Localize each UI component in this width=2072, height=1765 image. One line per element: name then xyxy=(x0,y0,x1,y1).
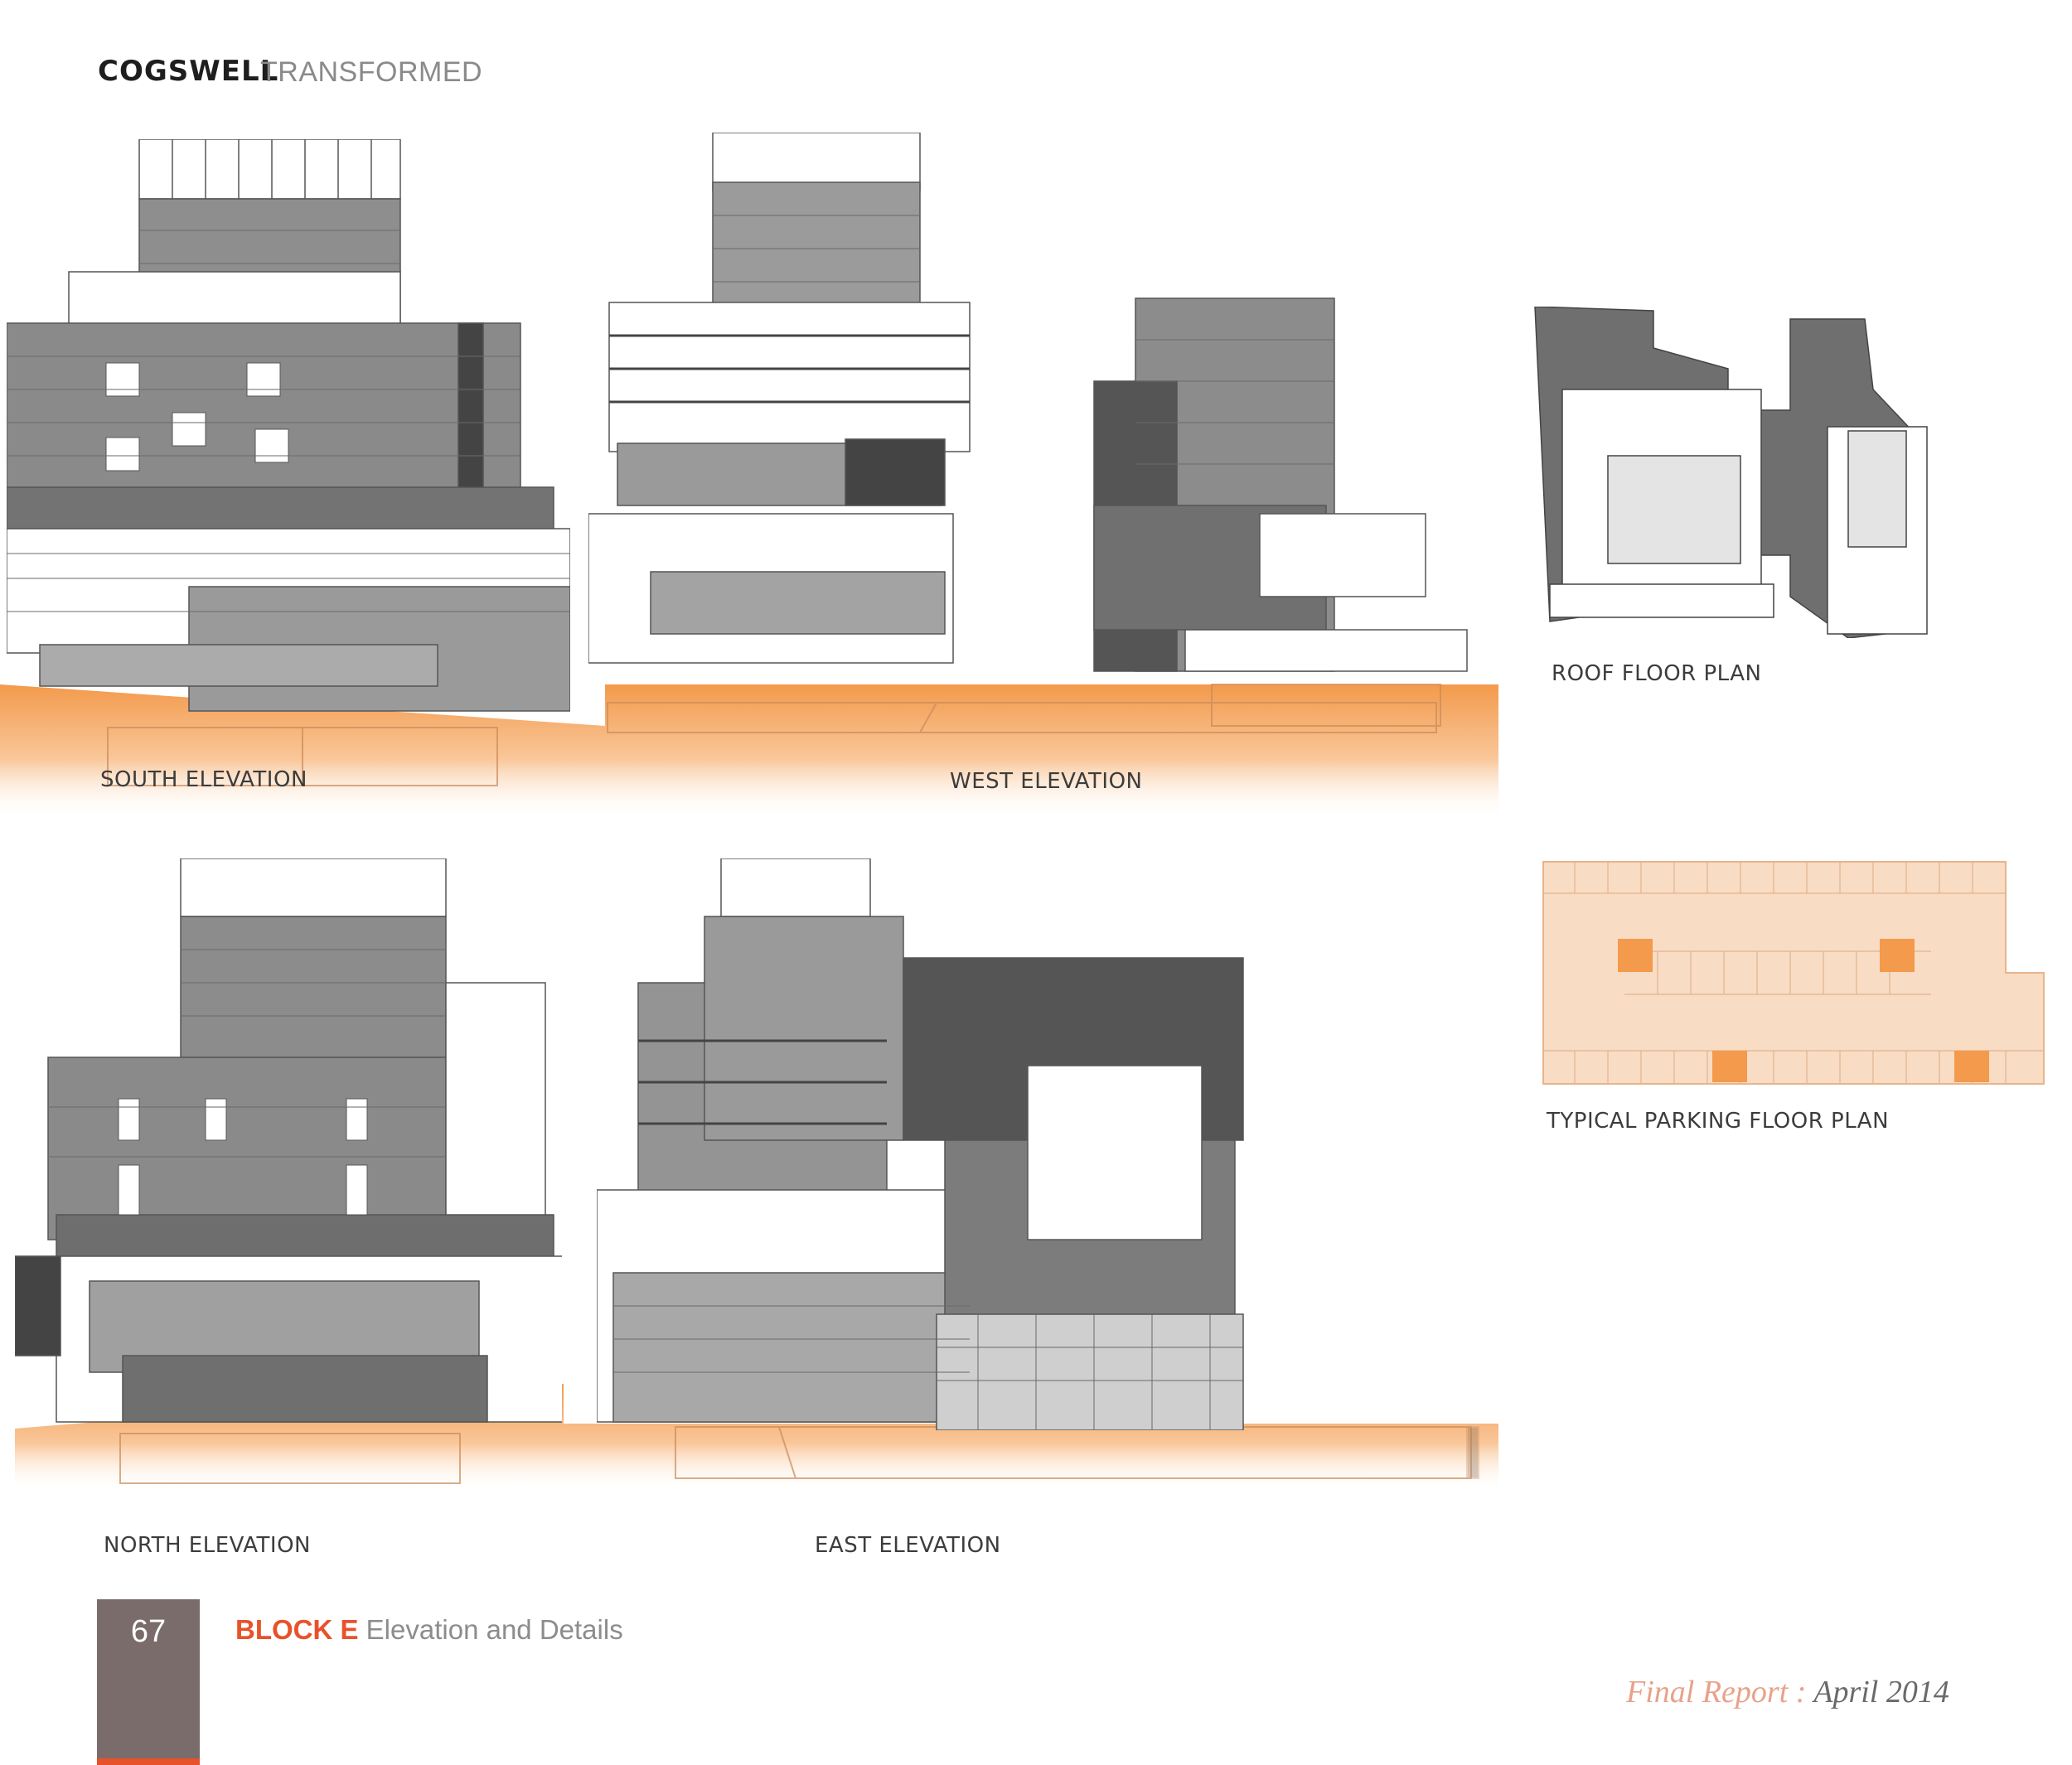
parking-floor-plan-drawing xyxy=(1542,861,2045,1085)
page-number-box xyxy=(97,1599,200,1765)
north-elevation-drawing xyxy=(15,858,562,1423)
document-title: COGSWELL xyxy=(98,55,279,88)
section-name: Elevation and Details xyxy=(366,1614,623,1645)
roof-floor-plan-label: ROOF FLOOR PLAN xyxy=(1552,661,1762,686)
north-elevation-label: NORTH ELEVATION xyxy=(104,1533,311,1558)
page-number-accent-bar xyxy=(97,1758,200,1765)
east-elevation-label: EAST ELEVATION xyxy=(815,1533,1001,1558)
south-elevation-label: SOUTH ELEVATION xyxy=(100,767,307,792)
report-footer: Final Report : April 2014 xyxy=(1626,1674,1949,1710)
report-date: April 2014 xyxy=(1813,1675,1949,1709)
report-label: Final Report : xyxy=(1626,1675,1807,1709)
roof-floor-plan-drawing xyxy=(1534,307,1928,638)
west-elevation-label: WEST ELEVATION xyxy=(950,769,1143,794)
east-elevation-drawing xyxy=(597,858,1244,1430)
parking-floor-plan-label: TYPICAL PARKING FLOOR PLAN xyxy=(1547,1109,1890,1134)
west-elevation-drawing xyxy=(588,133,1468,672)
document-subtitle: TRANSFORMED xyxy=(260,56,483,88)
section-title: BLOCK E Elevation and Details xyxy=(235,1614,623,1646)
section-block: BLOCK E xyxy=(235,1614,359,1645)
south-elevation-drawing xyxy=(7,139,570,712)
page-number: 67 xyxy=(130,1614,167,1649)
